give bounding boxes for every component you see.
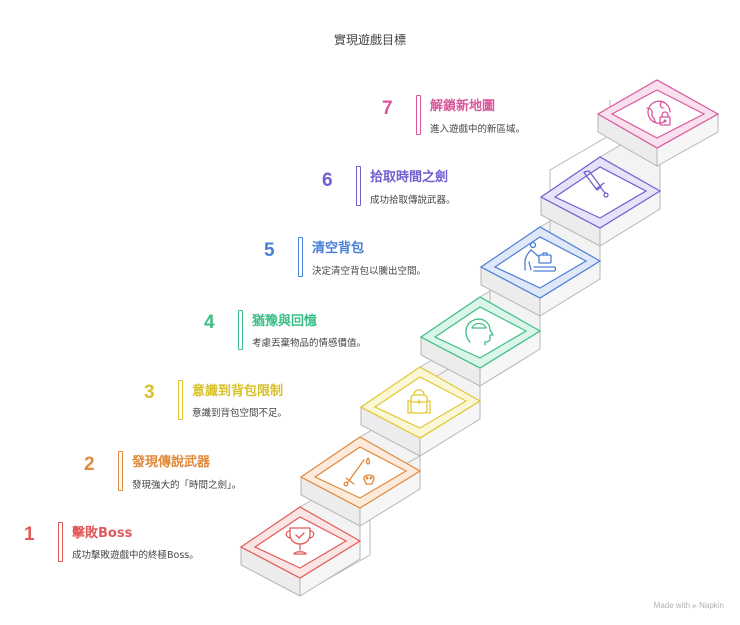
step-bar — [238, 310, 243, 350]
step-description: 進入遊戲中的新區域。 — [430, 124, 526, 135]
diagram-title: 實現遊戲目標 — [333, 33, 406, 47]
step-bar — [118, 451, 123, 491]
backpack-icon — [407, 389, 431, 414]
napkin-watermark: Made with ⫸ Napkin — [653, 601, 724, 610]
step-number: 1 — [24, 524, 35, 545]
step-heading: 解鎖新地圖 — [430, 99, 496, 114]
step-bar — [58, 522, 63, 562]
head-brain-icon — [465, 318, 494, 346]
step-block-5 — [479, 226, 602, 317]
step-block-6 — [539, 156, 662, 247]
step-heading: 清空背包 — [312, 241, 365, 256]
trophy-check-icon — [285, 527, 315, 555]
step-number: 6 — [322, 170, 333, 191]
step-heading: 擊敗Boss — [72, 526, 133, 541]
step-bar — [356, 166, 361, 206]
step-heading: 猶豫與回憶 — [252, 314, 318, 329]
step-number: 5 — [264, 240, 275, 261]
step-block-2 — [299, 436, 422, 527]
step-description: 成功拾取傳說武器。 — [370, 195, 456, 206]
sword-icon — [583, 170, 609, 198]
step-description: 考慮丟棄物品的情感價值。 — [252, 338, 367, 349]
step-block-3 — [359, 366, 482, 457]
step-bar — [416, 95, 421, 135]
step-heading: 意識到背包限制 — [192, 384, 284, 399]
step-heading: 發現傳說武器 — [132, 455, 211, 470]
step-number: 7 — [382, 98, 393, 119]
step-block-1 — [239, 506, 362, 597]
step-heading: 拾取時間之劍 — [370, 170, 449, 185]
step-description: 成功擊敗遊戲中的終極Boss。 — [72, 550, 199, 561]
step-number: 4 — [204, 312, 215, 333]
baggage-claim-icon — [524, 241, 557, 272]
step-description: 決定清空背包以騰出空間。 — [312, 266, 427, 277]
step-block-4 — [419, 296, 542, 387]
step-description: 發現強大的「時間之劍」。 — [132, 480, 242, 491]
step-description: 意識到背包空間不足。 — [192, 408, 288, 419]
step-number: 2 — [84, 454, 95, 475]
step-bar — [178, 380, 183, 420]
step-bar — [298, 237, 303, 277]
globe-lock-icon — [646, 100, 671, 126]
step-number: 3 — [144, 382, 155, 403]
sword-skull-icon — [343, 457, 375, 487]
step-block-7 — [596, 79, 720, 167]
